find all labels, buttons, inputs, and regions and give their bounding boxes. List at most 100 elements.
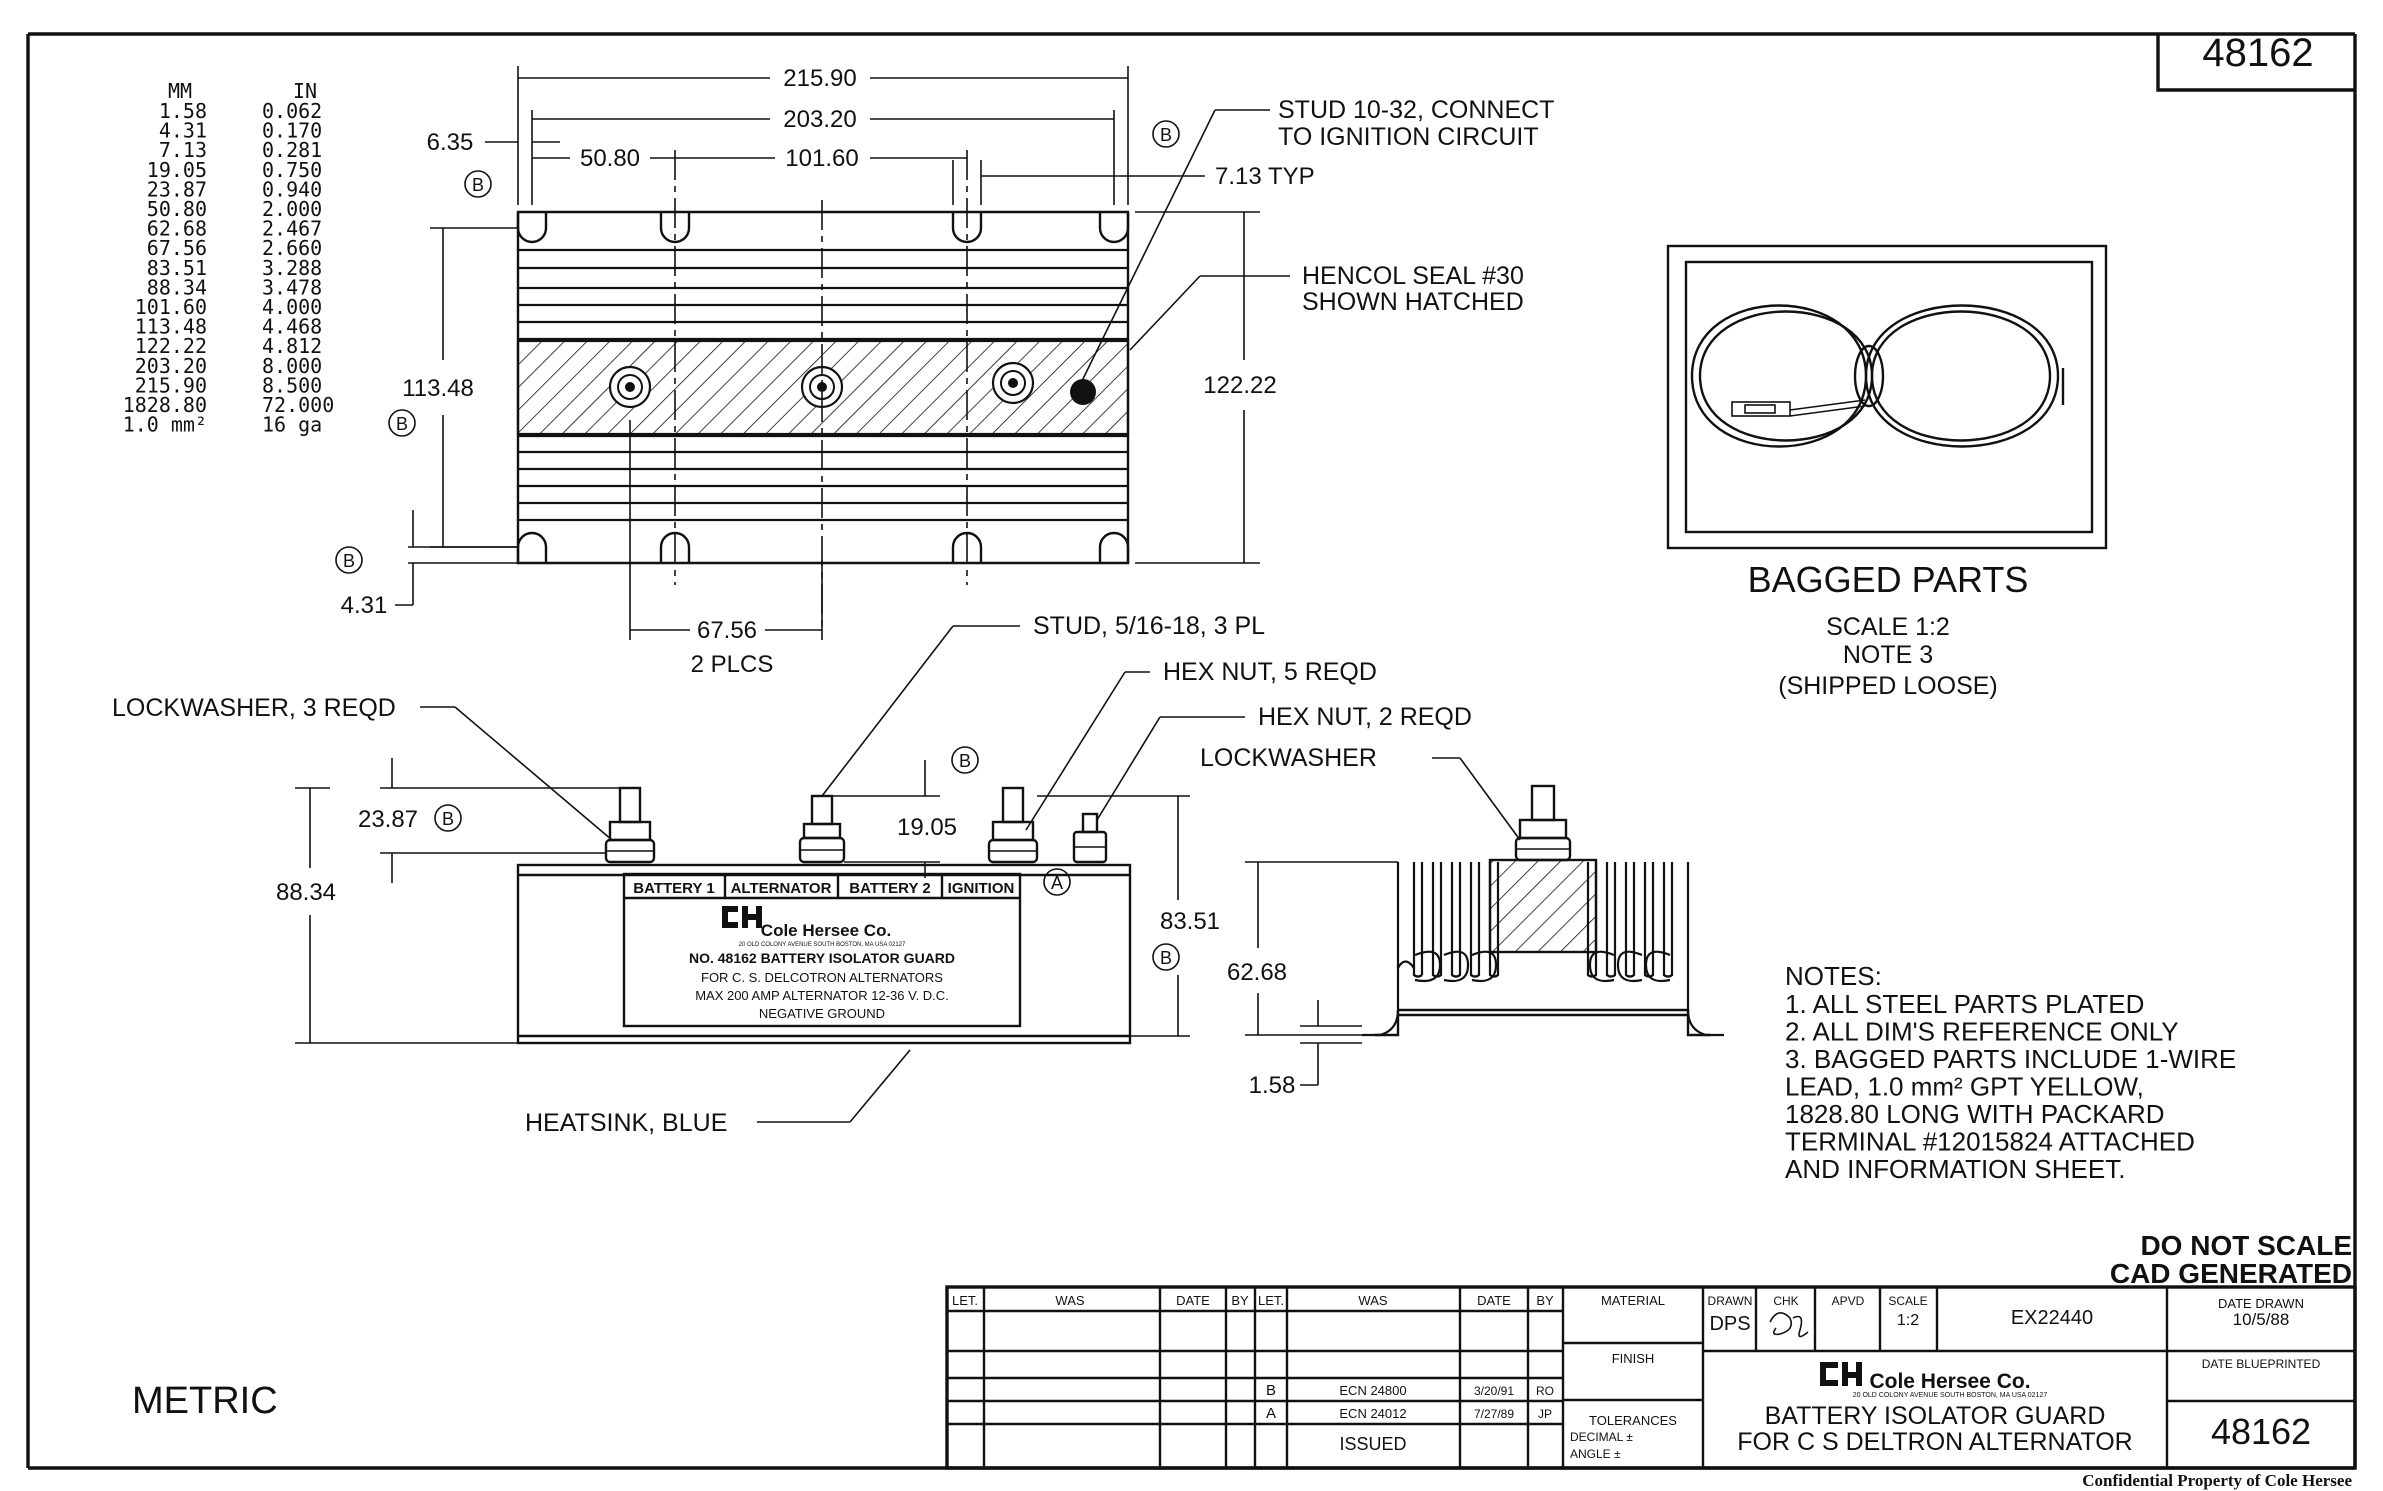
dim-1-58: 1.58	[1249, 1000, 1362, 1099]
tb-date-drawn-label: DATE DRAWN	[2218, 1296, 2304, 1311]
conv-row-in: 4.000	[262, 295, 322, 319]
conv-row-mm: 1.0 mm²	[123, 413, 207, 437]
balloon-b: B	[396, 414, 408, 434]
conv-row-in: 0.170	[262, 119, 322, 143]
do-not-scale: DO NOT SCALE	[2140, 1230, 2352, 1261]
rev-header-was: WAS	[1055, 1293, 1084, 1308]
dim-203-20: 203.20	[531, 106, 1115, 205]
conv-row-mm: 62.68	[147, 217, 207, 241]
tb-chk-label: CHK	[1773, 1294, 1798, 1308]
balloon-b: B	[442, 809, 454, 829]
tb-date-drawn-value: 10/5/88	[2233, 1310, 2290, 1329]
end-hatched-block	[1488, 858, 1598, 954]
conv-row-mm: 203.20	[135, 354, 207, 378]
dim-base-label: 1.58	[1249, 1072, 1296, 1099]
label-line3: MAX 200 AMP ALTERNATOR 12-36 V. D.C.	[695, 988, 949, 1003]
conv-header-in: IN	[293, 79, 317, 103]
conv-row-mm: 1.58	[159, 99, 207, 123]
conv-row-in: 2.660	[262, 236, 322, 260]
callout-heatsink: HEATSINK, BLUE	[525, 1049, 911, 1137]
bagged-parts-title: BAGGED PARTS	[1748, 559, 2029, 600]
dim-88-34: 88.34	[276, 787, 518, 1044]
title-block: LET. WAS DATE BY LET. WAS DATE BY B ECN …	[945, 1285, 2357, 1470]
dim-50-80-101-60: 50.80 101.60	[532, 145, 967, 172]
rev-headers: LET. WAS DATE BY LET. WAS DATE BY	[952, 1293, 1554, 1308]
callout-seal-line1: HENCOL SEAL #30	[1302, 262, 1524, 290]
rev-header-by2: BY	[1536, 1293, 1554, 1308]
conv-row-in: 0.281	[262, 138, 322, 162]
callout-hexnut-5: HEX NUT, 5 REQD	[1025, 658, 1377, 831]
side-studs	[604, 786, 1108, 864]
confidential-footer: Confidential Property of Cole Hersee	[2082, 1471, 2352, 1490]
conv-row-in: 4.812	[262, 334, 322, 358]
conv-row-in: 16 ga	[262, 413, 322, 437]
conv-row-in: 2.467	[262, 217, 322, 241]
callout-hencol: HENCOL SEAL #30 SHOWN HATCHED	[1129, 262, 1524, 351]
tb-date-blueprinted-label: DATE BLUEPRINTED	[2202, 1357, 2321, 1371]
dim-stud-pitch-label: 67.56	[697, 617, 757, 644]
balloon-a: A	[1051, 873, 1063, 893]
dim-overall-height-label: 88.34	[276, 879, 336, 906]
note-line: 1828.80 LONG WITH PACKARD	[1785, 1099, 2165, 1129]
callout-heatsink-text: HEATSINK, BLUE	[525, 1109, 727, 1137]
tb-angle: ANGLE ±	[1570, 1447, 1621, 1461]
drawing-number-box: 48162	[2156, 31, 2355, 92]
rev-header-by: BY	[1231, 1293, 1249, 1308]
conv-row-in: 72.000	[262, 393, 334, 417]
conv-row-in: 0.062	[262, 99, 322, 123]
tb-company: Cole Hersee Co.	[1869, 1370, 2030, 1393]
callout-lockwasher-3: LOCKWASHER, 3 REQD	[112, 694, 613, 841]
rev-row-was: ECN 24012	[1339, 1406, 1406, 1421]
dim-height-label: 113.48	[402, 375, 474, 402]
bagged-parts-note: NOTE 3	[1843, 641, 1933, 669]
rev-row-date: 7/27/89	[1474, 1407, 1514, 1421]
cad-generated: CAD GENERATED	[2110, 1258, 2352, 1289]
callout-lockwasher-text: LOCKWASHER, 3 REQD	[112, 694, 396, 722]
conv-row-mm: 88.34	[147, 275, 207, 299]
dim-4-31: 4.31	[341, 510, 518, 619]
balloon-b: B	[1160, 125, 1172, 145]
top-centerlines	[674, 150, 968, 630]
end-fins-left	[1362, 860, 1500, 1037]
rev-row-date: 3/20/91	[1474, 1384, 1514, 1398]
rev-row-by: RO	[1536, 1384, 1554, 1398]
rev-rows: B ECN 24800 3/20/91 RO A ECN 24012 7/27/…	[1266, 1382, 1554, 1454]
end-view: LOCKWASHER 62.68 1.58	[1200, 744, 1724, 1099]
chk-initials-signature	[1769, 1312, 1809, 1338]
callout-hexnut5-text: HEX NUT, 5 REQD	[1163, 658, 1377, 686]
conv-header-mm: MM	[168, 79, 192, 103]
conv-row-mm: 67.56	[147, 236, 207, 260]
label-line4: NEGATIVE GROUND	[759, 1006, 885, 1021]
label-cell-battery1: BATTERY 1	[633, 880, 714, 897]
callout-stud-5-16: STUD, 5/16-18, 3 PL	[821, 612, 1265, 797]
conv-row-in: 8.000	[262, 354, 322, 378]
balloon-b: B	[1160, 948, 1172, 968]
callout-stud-10-32: STUD 10-32, CONNECT TO IGNITION CIRCUIT	[1079, 96, 1554, 386]
company-logo-icon	[1820, 1362, 1862, 1386]
dim-215-90: 215.90	[517, 65, 1129, 205]
conv-row-mm: 215.90	[135, 373, 207, 397]
label-line2: FOR C. S. DELCOTRON ALTERNATORS	[701, 970, 943, 985]
bagged-parts-view: BAGGED PARTS SCALE 1:2 NOTE 3 (SHIPPED L…	[1666, 244, 2108, 700]
tb-drawn-value: DPS	[1709, 1313, 1750, 1335]
conv-row-in: 3.288	[262, 256, 322, 280]
dim-122-22: 122.22	[1135, 211, 1277, 564]
dim-edge-label: 6.35	[427, 129, 474, 156]
top-balloons: B B B B	[335, 120, 1180, 574]
rev-header-date: DATE	[1176, 1293, 1210, 1308]
dim-center-label: 101.60	[785, 145, 858, 172]
top-view: 215.90 203.20 6.35 50.80 101.60	[335, 65, 1554, 678]
callout-hexnut-2: HEX NUT, 2 REQD	[1096, 703, 1472, 821]
conv-row-mm: 7.13	[159, 138, 207, 162]
dim-body-height-label: 83.51	[1160, 908, 1220, 935]
conv-row-mm: 1828.80	[123, 393, 207, 417]
conv-row-mm: 50.80	[147, 197, 207, 221]
dim-6-35: 6.35	[427, 129, 560, 156]
rev-header-date2: DATE	[1477, 1293, 1511, 1308]
label-company: Cole Hersee Co.	[761, 921, 891, 940]
tb-scale-label: SCALE	[1888, 1294, 1927, 1308]
conv-row-in: 3.478	[262, 275, 322, 299]
dim-height-total-label: 122.22	[1203, 372, 1276, 399]
